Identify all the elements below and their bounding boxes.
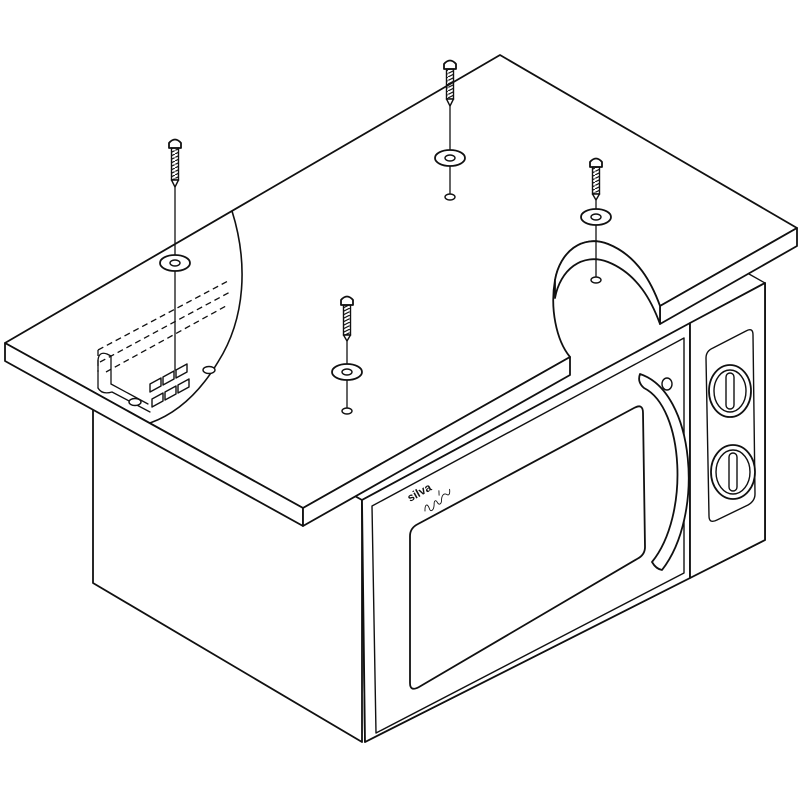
spacer-cell <box>177 378 190 394</box>
spacer-cell <box>175 363 188 379</box>
power-knob-bottom <box>710 444 756 500</box>
bracket-hole-right <box>202 365 216 375</box>
screw-head <box>589 157 603 168</box>
door-handle <box>638 373 690 571</box>
screw-hole <box>444 193 456 201</box>
door-handle-mount <box>661 377 673 391</box>
screw-hole <box>341 407 353 415</box>
screw-tip <box>342 334 352 342</box>
bracket-hole-left <box>128 397 142 407</box>
board-front-right-edge-left <box>302 356 571 527</box>
bracket-spacer-block <box>149 363 190 408</box>
board-notch-inner-wall <box>554 240 661 325</box>
door-window <box>409 405 646 690</box>
hidden-bracket-line-2 <box>99 291 231 363</box>
hidden-bracket-line-1 <box>97 280 229 351</box>
hidden-bracket-line-3 <box>105 305 227 373</box>
screw-tip <box>591 193 601 201</box>
control-panel <box>689 282 766 579</box>
screw-head <box>168 138 182 149</box>
spacer-cell <box>162 370 175 386</box>
screw-tip <box>445 98 455 107</box>
brand-logo-script-mark <box>424 488 451 512</box>
washer-hole <box>444 154 456 162</box>
mounting-bracket-end <box>97 352 112 389</box>
knob-grip <box>725 372 735 410</box>
washer-hole <box>169 259 181 267</box>
spacer-cell <box>164 385 177 401</box>
microwave-door: silva <box>361 322 691 743</box>
screw-thread <box>170 147 180 181</box>
screw-head <box>340 295 354 306</box>
spacer-cell <box>151 392 164 408</box>
mounting-bracket-rail-inner <box>110 383 149 405</box>
knob-grip <box>728 452 738 492</box>
screw-hole <box>590 276 602 284</box>
screw-tip <box>170 179 180 188</box>
cutaway-view <box>97 210 243 424</box>
microwave: silva <box>92 273 766 743</box>
spacer-cell <box>149 377 162 393</box>
mounting-screw-2 <box>434 59 466 201</box>
screw-thread <box>445 68 455 100</box>
washer-hole <box>341 368 353 376</box>
washer-hole <box>590 213 602 221</box>
timer-knob-top <box>708 364 752 418</box>
mounting-screw-3 <box>580 157 612 284</box>
microwave-top-right-edge <box>748 273 766 284</box>
mounting-bracket-rail-outer <box>97 387 151 413</box>
screw-head <box>443 59 457 70</box>
mounting-screw-1 <box>159 138 191 371</box>
screw-thread <box>591 166 601 195</box>
mounting-screw-4 <box>331 295 363 415</box>
screw-thread <box>342 304 352 336</box>
cutaway-break-line <box>149 210 243 424</box>
